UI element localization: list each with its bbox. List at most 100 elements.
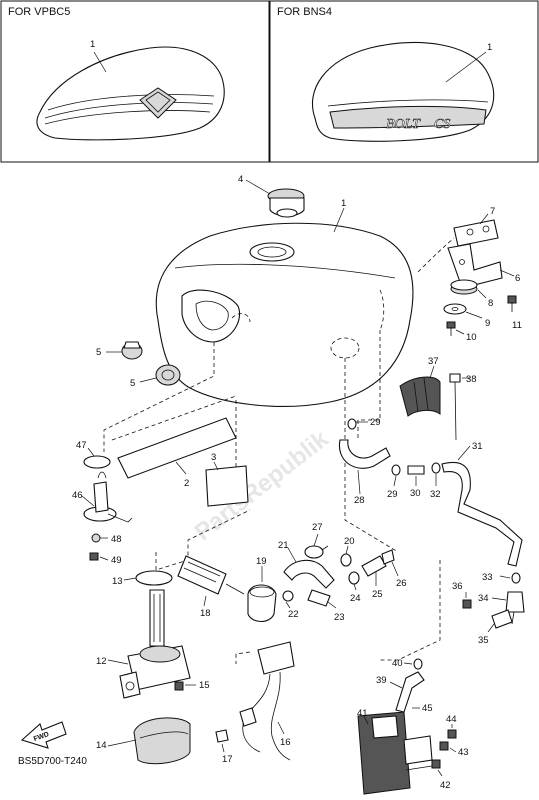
leader-line <box>93 51 107 73</box>
hose-clip-6 <box>413 658 423 670</box>
leader-line <box>285 601 291 609</box>
bolt-6 <box>439 741 449 751</box>
leader-line <box>327 601 337 609</box>
damper <box>450 279 478 295</box>
fuel-pump-lead <box>239 641 295 761</box>
leader-line <box>499 269 515 277</box>
callout-3: 3 <box>211 452 216 463</box>
leader-line <box>455 329 465 335</box>
callout-40: 40 <box>392 658 403 669</box>
dashed-guide-7 <box>235 651 251 664</box>
callout-38: 38 <box>466 374 477 385</box>
callout-29-bottom: 29 <box>387 489 398 500</box>
hose-clip-2 <box>347 418 357 430</box>
hose-joint <box>247 584 294 623</box>
callout-10: 10 <box>466 332 477 343</box>
gasket <box>135 570 173 586</box>
callout-14: 14 <box>96 740 107 751</box>
variant-title-vpbc5: FOR VPBC5 <box>8 6 70 18</box>
fuel-sender <box>83 471 133 523</box>
leader-line <box>429 365 435 379</box>
fuel-cap <box>267 188 305 218</box>
leader-line <box>487 623 495 633</box>
callout-13: 13 <box>112 576 123 587</box>
leader-line <box>287 547 297 563</box>
callout-17: 17 <box>222 754 233 765</box>
dashed-guide-4 <box>357 330 381 440</box>
leader-line <box>107 659 129 665</box>
callout-18: 18 <box>200 608 211 619</box>
callout-16: 16 <box>280 737 291 748</box>
fwd-arrow-icon: FWD <box>20 721 67 749</box>
callout-33: 33 <box>482 572 493 583</box>
leader-line <box>353 583 357 591</box>
leader-line <box>139 377 157 383</box>
leader-line <box>345 545 349 555</box>
callout-25: 25 <box>372 589 383 600</box>
hose-clip-4 <box>431 462 441 474</box>
fuel-tank <box>155 222 414 407</box>
screw <box>89 552 99 561</box>
damper-pad <box>399 376 441 417</box>
bolt <box>446 321 456 336</box>
leader-line <box>457 445 471 461</box>
callout-31: 31 <box>472 441 483 452</box>
leader-line <box>213 461 219 471</box>
callout-48: 48 <box>111 534 122 545</box>
leader-line <box>203 595 207 607</box>
callout-32: 32 <box>430 489 441 500</box>
fuel-hose-2 <box>361 555 387 577</box>
variant-title-bns4: FOR BNS4 <box>277 6 332 18</box>
bolt-2 <box>507 295 517 312</box>
callout-49: 49 <box>111 555 122 566</box>
tank-bracket <box>447 219 503 287</box>
leader-line <box>277 721 285 735</box>
dashed-guide-8 <box>380 560 441 661</box>
hose-clamp-2 <box>340 553 352 567</box>
callout-5-top: 5 <box>96 347 101 358</box>
fuel-filter <box>177 555 245 595</box>
callout-21: 21 <box>278 540 289 551</box>
callout-1: 1 <box>341 198 346 209</box>
callout-5-bottom: 5 <box>130 378 135 389</box>
bolt-5 <box>447 729 457 739</box>
callout-20: 20 <box>344 536 355 547</box>
bolt-4 <box>462 599 472 609</box>
callout-30: 30 <box>410 488 421 499</box>
callout-39: 39 <box>376 675 387 686</box>
leader-line <box>221 743 225 753</box>
callout-41: 41 <box>357 708 368 719</box>
leader-line <box>333 207 345 233</box>
leader-line <box>491 597 507 601</box>
leader-line <box>81 495 95 507</box>
canister-hose <box>395 671 425 713</box>
leader-line <box>357 469 361 495</box>
leader-line <box>245 179 271 195</box>
callout-29-top: 29 <box>370 417 381 428</box>
callout-26: 26 <box>396 578 407 589</box>
hose-clip <box>381 549 395 565</box>
leader-line <box>363 715 369 725</box>
grommet-3 <box>91 533 101 543</box>
bolt-7 <box>431 759 441 769</box>
callout-2: 2 <box>184 478 189 489</box>
leader-line <box>437 769 443 777</box>
insulation-sheet <box>205 465 249 507</box>
callout-12: 12 <box>96 656 107 667</box>
leader-line <box>389 681 403 689</box>
leader-line <box>479 213 489 225</box>
callout-8: 8 <box>488 298 493 309</box>
leader-line <box>393 475 397 487</box>
leader-line <box>175 461 187 475</box>
leader-line <box>107 739 137 747</box>
check-valve <box>505 591 525 625</box>
callout-46: 46 <box>72 490 83 501</box>
leader-line <box>403 662 413 665</box>
callout-28: 28 <box>354 495 365 506</box>
callout-43: 43 <box>458 747 469 758</box>
tank-logo-lettering: BOLT <box>386 117 421 132</box>
dashed-guide-5 <box>344 358 399 553</box>
callout-6: 6 <box>515 273 520 284</box>
callout-22: 22 <box>288 609 299 620</box>
